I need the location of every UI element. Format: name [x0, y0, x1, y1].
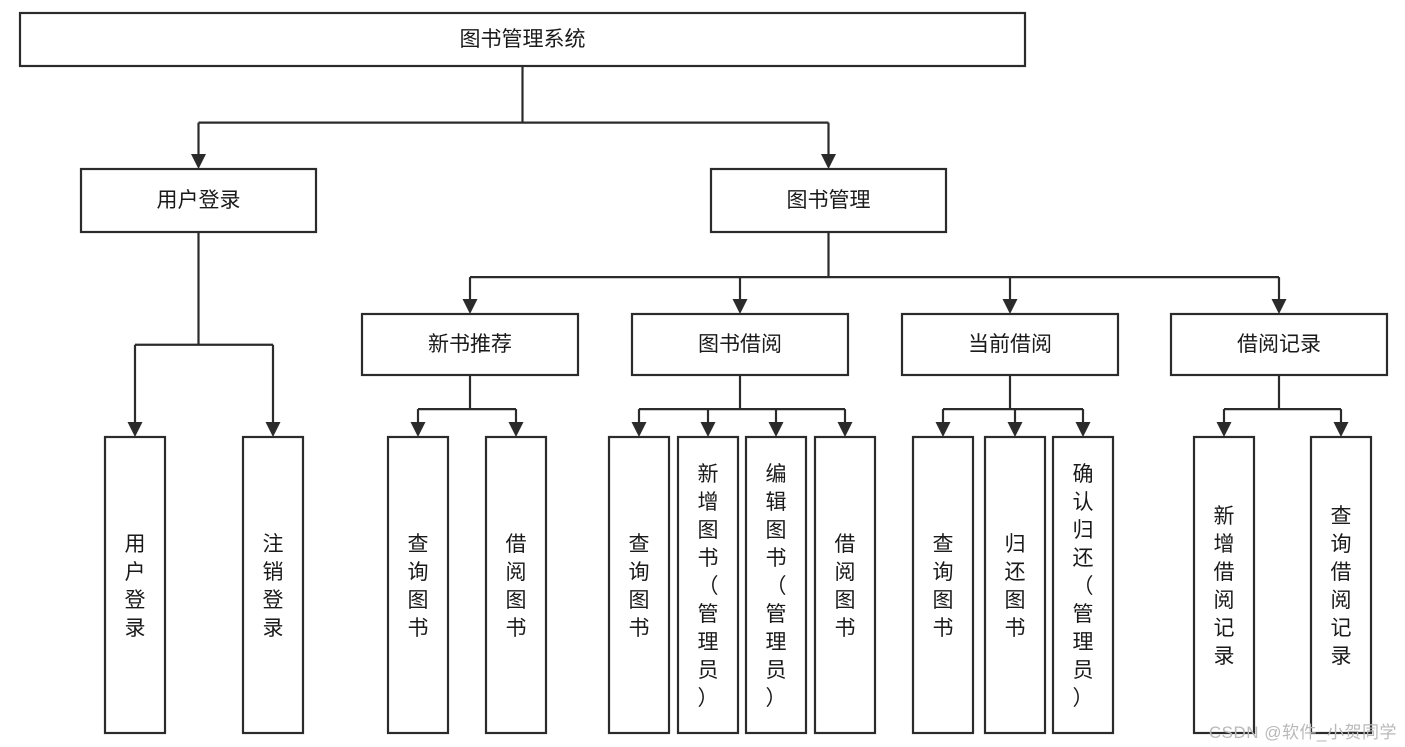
- node-leaf-user-login[interactable]: 用户登录: [103, 435, 167, 735]
- node-box-leaf-query-book-1: [386, 435, 450, 735]
- arrow-head-icon: [508, 422, 524, 437]
- node-leaf-return-book[interactable]: 归还图书: [983, 435, 1047, 735]
- connector-group-book-borrow: [631, 375, 853, 437]
- node-box-leaf-add-book: [676, 435, 740, 735]
- node-leaf-query-book-1[interactable]: 查询图书: [386, 435, 450, 735]
- arrow-head-icon: [700, 422, 716, 437]
- node-leaf-confirm-return[interactable]: 确认归还（管理员）: [1051, 435, 1115, 735]
- node-label-new-book-recommend: 新书推荐: [428, 333, 512, 356]
- node-leaf-add-book[interactable]: 新增图书（管理员）: [676, 435, 740, 735]
- arrow-head-icon: [837, 422, 853, 437]
- node-book-borrow[interactable]: 图书借阅: [630, 312, 850, 377]
- node-label-book-borrow: 图书借阅: [698, 333, 782, 356]
- node-leaf-query-record[interactable]: 查询借阅记录: [1309, 435, 1373, 735]
- node-borrow-record[interactable]: 借阅记录: [1169, 312, 1389, 377]
- node-box-leaf-return-book: [983, 435, 1047, 735]
- node-box-new-book-recommend: [360, 312, 580, 377]
- arrow-head-icon: [1271, 299, 1287, 314]
- arrow-head-icon: [1007, 422, 1023, 437]
- node-box-leaf-borrow-book-2: [813, 435, 877, 735]
- arrow-head-icon: [191, 154, 206, 169]
- node-leaf-query-book-2[interactable]: 查询图书: [607, 435, 671, 735]
- connector-group-book-manage: [462, 232, 1287, 314]
- node-leaf-edit-book[interactable]: 编辑图书（管理员）: [744, 435, 808, 735]
- arrow-head-icon: [265, 422, 281, 437]
- node-user-login[interactable]: 用户登录: [79, 167, 318, 234]
- node-box-leaf-add-record: [1192, 435, 1256, 735]
- node-label-leaf-query-book-2: 查询图书: [629, 533, 650, 640]
- connector-group-root: [191, 66, 836, 169]
- node-label-leaf-logout: 注销登录: [263, 533, 284, 640]
- node-leaf-query-book-3[interactable]: 查询图书: [911, 435, 975, 735]
- arrow-head-icon: [1333, 422, 1349, 437]
- node-box-user-login: [79, 167, 318, 234]
- node-label-leaf-return-book: 归还图书: [1005, 533, 1026, 640]
- arrow-head-icon: [821, 154, 836, 169]
- node-label-current-borrow: 当前借阅: [968, 333, 1052, 356]
- node-label-leaf-query-book-1: 查询图书: [408, 533, 429, 640]
- node-label-borrow-record: 借阅记录: [1237, 333, 1321, 356]
- connector-layer: [127, 66, 1349, 437]
- node-leaf-logout[interactable]: 注销登录: [241, 435, 305, 735]
- arrow-head-icon: [1216, 422, 1232, 437]
- node-label-leaf-user-login: 用户登录: [125, 533, 146, 640]
- arrow-head-icon: [768, 422, 784, 437]
- connector-group-new-book-recommend: [410, 375, 524, 437]
- node-layer: 图书管理系统用户登录图书管理新书推荐图书借阅当前借阅借阅记录用户登录注销登录查询…: [18, 11, 1389, 735]
- node-label-root: 图书管理系统: [460, 28, 586, 51]
- node-box-leaf-user-login: [103, 435, 167, 735]
- node-box-leaf-logout: [241, 435, 305, 735]
- node-label-leaf-confirm-return: 确认归还（管理员）: [1073, 463, 1094, 710]
- node-label-leaf-borrow-book-2: 借阅图书: [835, 533, 856, 640]
- node-box-leaf-query-book-2: [607, 435, 671, 735]
- node-label-leaf-borrow-book-1: 借阅图书: [506, 533, 527, 640]
- arrow-head-icon: [1075, 422, 1091, 437]
- arrow-head-icon: [127, 422, 143, 437]
- node-box-root: [18, 11, 1027, 68]
- node-box-borrow-record: [1169, 312, 1389, 377]
- node-book-manage[interactable]: 图书管理: [709, 167, 948, 234]
- node-box-current-borrow: [900, 312, 1120, 377]
- node-box-leaf-borrow-book-1: [484, 435, 548, 735]
- node-label-leaf-add-record: 新增借阅记录: [1214, 505, 1235, 668]
- node-box-leaf-edit-book: [744, 435, 808, 735]
- arrow-head-icon: [462, 299, 478, 314]
- node-box-book-manage: [709, 167, 948, 234]
- node-root[interactable]: 图书管理系统: [18, 11, 1027, 68]
- connector-group-user-login: [127, 232, 281, 437]
- node-leaf-borrow-book-1[interactable]: 借阅图书: [484, 435, 548, 735]
- node-label-book-manage: 图书管理: [787, 189, 871, 212]
- connector-group-borrow-record: [1216, 375, 1349, 437]
- node-leaf-add-record[interactable]: 新增借阅记录: [1192, 435, 1256, 735]
- node-box-leaf-query-record: [1309, 435, 1373, 735]
- node-label-leaf-edit-book: 编辑图书（管理员）: [766, 463, 787, 710]
- node-leaf-borrow-book-2[interactable]: 借阅图书: [813, 435, 877, 735]
- node-current-borrow[interactable]: 当前借阅: [900, 312, 1120, 377]
- arrow-head-icon: [935, 422, 951, 437]
- node-box-book-borrow: [630, 312, 850, 377]
- arrow-head-icon: [1002, 299, 1018, 314]
- node-box-leaf-query-book-3: [911, 435, 975, 735]
- node-label-user-login: 用户登录: [157, 189, 241, 212]
- node-label-leaf-query-record: 查询借阅记录: [1331, 505, 1352, 668]
- connector-group-current-borrow: [935, 375, 1091, 437]
- arrow-head-icon: [732, 299, 748, 314]
- arrow-head-icon: [410, 422, 426, 437]
- node-label-leaf-add-book: 新增图书（管理员）: [698, 463, 719, 710]
- node-new-book-recommend[interactable]: 新书推荐: [360, 312, 580, 377]
- node-box-leaf-confirm-return: [1051, 435, 1115, 735]
- arrow-head-icon: [631, 422, 647, 437]
- node-label-leaf-query-book-3: 查询图书: [933, 533, 954, 640]
